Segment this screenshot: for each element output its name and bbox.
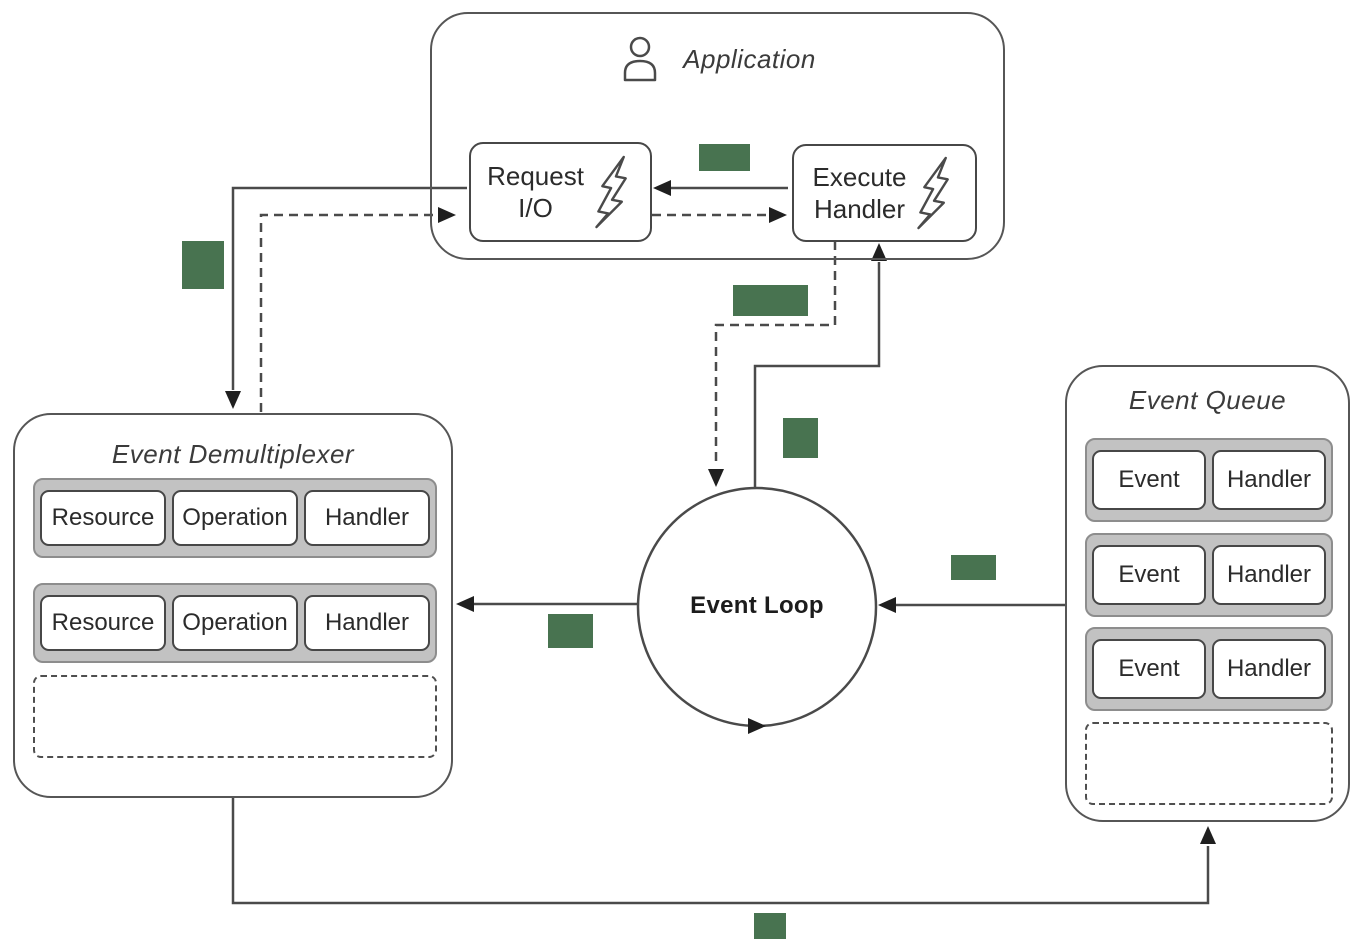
operation-cell: Operation bbox=[172, 595, 298, 651]
application-header: Application bbox=[432, 36, 1003, 82]
event-demultiplexer-box: Event Demultiplexer bbox=[13, 413, 453, 798]
event-demultiplexer-title: Event Demultiplexer bbox=[111, 439, 355, 469]
arrow-demultiplexer-to-request-dashed bbox=[259, 207, 456, 412]
queue-row: Event Handler bbox=[1085, 533, 1333, 617]
event-cell: Event bbox=[1092, 545, 1206, 605]
application-box: Application Request I/O Execute Handler bbox=[430, 12, 1005, 260]
arrow-demultiplexer-to-queue bbox=[231, 798, 1216, 905]
person-icon bbox=[623, 36, 657, 82]
execute-handler-box: Execute Handler bbox=[792, 144, 977, 242]
execute-handler-line1: Execute bbox=[812, 162, 907, 192]
demultiplexer-empty-slot bbox=[33, 675, 437, 758]
handler-cell: Handler bbox=[1212, 639, 1326, 699]
event-queue-title: Event Queue bbox=[1128, 385, 1287, 415]
handler-cell: Handler bbox=[1212, 545, 1326, 605]
arrow-loop-to-demultiplexer bbox=[456, 596, 637, 612]
request-io-box: Request I/O bbox=[469, 142, 652, 242]
request-io-line2: I/O bbox=[518, 193, 553, 223]
step-badge bbox=[733, 285, 808, 316]
demultiplexer-row: Resource Operation Handler bbox=[33, 478, 437, 558]
queue-row: Event Handler bbox=[1085, 627, 1333, 711]
event-loop-label: Event Loop bbox=[690, 592, 824, 619]
arrow-loop-to-execute bbox=[753, 243, 887, 488]
operation-cell: Operation bbox=[172, 490, 298, 546]
step-badge bbox=[699, 144, 750, 171]
request-io-line1: Request bbox=[487, 161, 584, 191]
arrow-execute-to-request bbox=[653, 180, 788, 196]
execute-handler-label: Execute Handler bbox=[813, 161, 907, 225]
handler-cell: Handler bbox=[1212, 450, 1326, 510]
handler-cell: Handler bbox=[304, 490, 430, 546]
queue-row: Event Handler bbox=[1085, 438, 1333, 522]
application-title: Application bbox=[683, 43, 816, 74]
arrow-request-to-execute-dashed bbox=[652, 207, 787, 223]
event-cell: Event bbox=[1092, 450, 1206, 510]
arrow-queue-to-loop bbox=[878, 597, 1065, 613]
arrow-request-to-demultiplexer bbox=[225, 186, 467, 409]
lightning-icon bbox=[917, 156, 950, 230]
handler-cell: Handler bbox=[304, 595, 430, 651]
step-badge bbox=[754, 913, 786, 939]
resource-cell: Resource bbox=[40, 490, 166, 546]
lightning-icon bbox=[595, 155, 627, 229]
execute-handler-line2: Handler bbox=[813, 194, 906, 224]
step-badge bbox=[951, 555, 996, 580]
event-loop-circle bbox=[636, 486, 878, 734]
request-io-label: Request I/O bbox=[487, 160, 584, 224]
arrow-execute-to-loop-dashed bbox=[708, 241, 837, 487]
step-badge bbox=[548, 614, 593, 648]
step-badge bbox=[182, 241, 224, 289]
event-cell: Event bbox=[1092, 639, 1206, 699]
event-queue-box: Event Queue bbox=[1065, 365, 1350, 822]
demultiplexer-row: Resource Operation Handler bbox=[33, 583, 437, 663]
step-badge bbox=[783, 418, 818, 458]
resource-cell: Resource bbox=[40, 595, 166, 651]
queue-empty-slot bbox=[1085, 722, 1333, 805]
